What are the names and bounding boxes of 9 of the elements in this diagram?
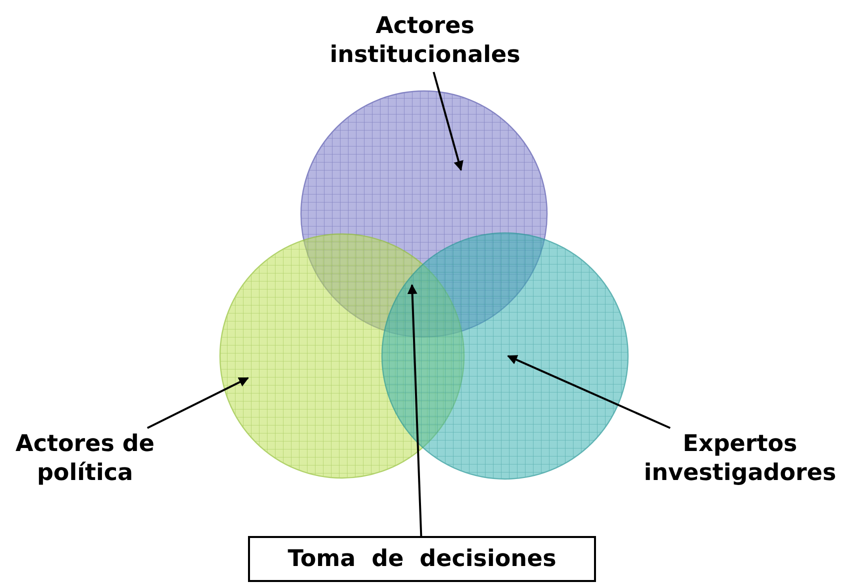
diagram-label: Actores de política xyxy=(14,430,156,488)
leader-arrow xyxy=(507,355,671,429)
leader-arrow xyxy=(146,377,249,429)
leader-arrow xyxy=(432,72,464,171)
leader-arrow xyxy=(407,284,422,536)
label-box xyxy=(248,536,596,582)
diagram-label: Toma de decisiones xyxy=(288,544,556,574)
diagram-label: Expertos investigadores xyxy=(642,430,838,488)
diagram-label: Actores institucionales xyxy=(328,12,522,70)
